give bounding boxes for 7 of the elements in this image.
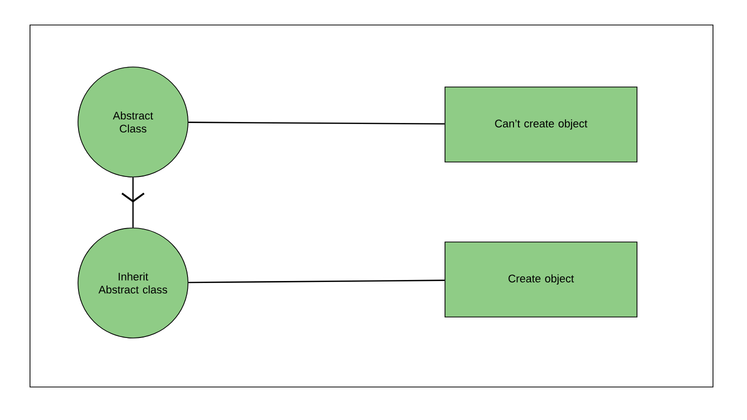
process-box: Create object — [444, 242, 638, 318]
connector — [188, 122, 445, 125]
connector — [121, 177, 145, 228]
circle-node: Abstract Class — [78, 66, 188, 178]
connector — [188, 280, 445, 284]
process-box: Can’t create object — [444, 86, 638, 162]
circle-node: Inherit Abstract class — [78, 228, 188, 338]
